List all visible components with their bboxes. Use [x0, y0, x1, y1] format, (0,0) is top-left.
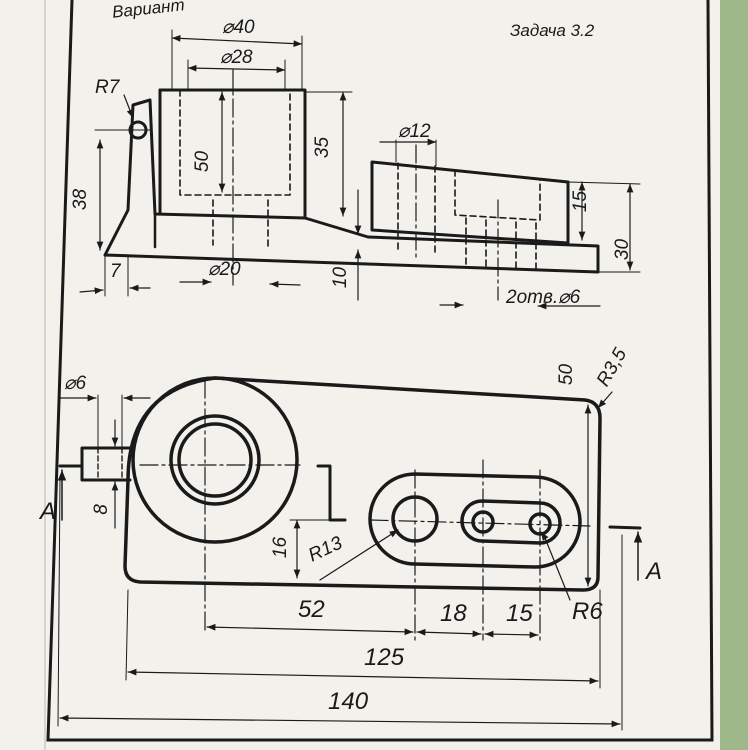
dim-15: 15 [506, 600, 533, 627]
top-view [57, 376, 643, 731]
dim-38: 38 [70, 188, 92, 211]
dim-52: 52 [298, 596, 325, 623]
dim-d40: ⌀40 [222, 17, 255, 38]
dim-16: 16 [270, 536, 292, 559]
section-label-right: A [646, 558, 663, 585]
dim-50-width: 50 [556, 363, 578, 386]
dim-7: 7 [110, 261, 121, 282]
dim-35: 35 [312, 136, 334, 159]
dim-8: 8 [90, 504, 112, 515]
dim-18: 18 [440, 600, 467, 627]
dim-30: 30 [612, 238, 634, 261]
dim-d20: ⌀20 [208, 259, 241, 280]
dim-50-bore: 50 [192, 150, 214, 173]
task-title: Задача 3.2 [510, 21, 595, 40]
sheet-frame [46, 0, 714, 742]
dim-140: 140 [328, 688, 369, 715]
dim-r6: R6 [572, 598, 603, 625]
dim-125: 125 [364, 644, 405, 671]
section-label-left: A [40, 498, 57, 525]
front-view [79, 29, 641, 310]
dim-15-block: 15 [570, 190, 592, 213]
dim-r7: R7 [95, 77, 120, 98]
dim-10: 10 [330, 266, 352, 289]
dim-d28: ⌀28 [220, 47, 253, 68]
dim-two-holes: 2отв.⌀6 [506, 287, 581, 308]
dim-d6: ⌀6 [64, 373, 87, 394]
dim-d12: ⌀12 [398, 121, 431, 142]
